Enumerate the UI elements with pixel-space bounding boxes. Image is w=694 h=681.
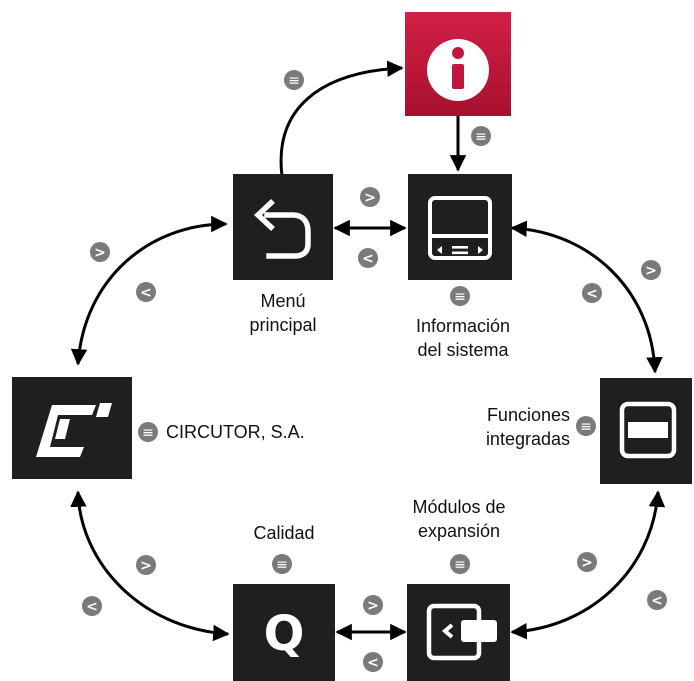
main-menu-node[interactable]	[233, 174, 333, 280]
svg-text:<: <	[362, 251, 374, 267]
connector-menu-circutor	[70, 215, 228, 366]
info-node[interactable]	[405, 12, 511, 116]
svg-text:≡: ≡	[475, 129, 487, 145]
svg-text:≡: ≡	[580, 419, 592, 435]
enter-key-button: ≡	[272, 554, 292, 574]
system-info-label: Información del sistema	[388, 314, 538, 362]
svg-text:>: >	[140, 558, 152, 574]
enter-key-button: ≡	[450, 554, 470, 574]
prev-key-button: <	[363, 652, 383, 672]
connector-system-functions	[510, 220, 663, 374]
prev-key-button: <	[358, 248, 378, 268]
main-menu-label: Menú principal	[218, 289, 348, 337]
label-line: Información	[415, 316, 511, 336]
enter-key-button: ≡	[138, 422, 158, 442]
circutor-label: CIRCUTOR, S.A.	[166, 422, 305, 442]
back-arrow-icon	[253, 198, 311, 259]
next-key-button: >	[360, 187, 380, 207]
svg-text:<: <	[367, 655, 379, 671]
connector-circutor-quality	[70, 490, 230, 642]
label-line: principal	[249, 315, 317, 335]
enter-key-button: ≡	[450, 286, 470, 306]
connector-menu-to-info	[279, 60, 404, 177]
prev-key-button: <	[82, 596, 102, 616]
enter-key-button: ≡	[576, 416, 596, 436]
prev-key-button: <	[136, 282, 156, 302]
system-info-node[interactable]	[408, 174, 512, 280]
svg-text:<: <	[651, 593, 663, 609]
svg-text:>: >	[94, 245, 106, 261]
prev-key-button: <	[647, 590, 667, 610]
expansion-modules-label: Módulos de expansión	[388, 495, 530, 543]
next-key-button: >	[136, 555, 156, 575]
next-key-button: >	[641, 260, 661, 280]
svg-text:>: >	[367, 598, 379, 614]
prev-key-button: <	[582, 283, 602, 303]
circutor-logo-icon	[36, 403, 112, 457]
window-bar-icon	[619, 401, 677, 459]
svg-text:≡: ≡	[142, 425, 154, 441]
label-line: Funciones	[486, 405, 570, 425]
next-key-button: >	[363, 595, 383, 615]
enter-key-button: ≡	[284, 70, 304, 90]
expansion-modules-node[interactable]	[407, 584, 510, 681]
quality-label: Calidad	[253, 523, 315, 543]
svg-text:Q: Q	[264, 606, 305, 662]
circutor-node[interactable]	[12, 377, 132, 479]
svg-text:≡: ≡	[454, 557, 466, 573]
next-key-button: >	[577, 552, 597, 572]
svg-text:>: >	[581, 555, 593, 571]
enter-key-button: ≡	[471, 126, 491, 146]
label-line: integradas	[485, 429, 570, 449]
quality-node[interactable]: Q	[233, 584, 335, 681]
label-line: del sistema	[417, 340, 509, 360]
svg-text:<: <	[140, 285, 152, 301]
screen-keys-icon	[428, 196, 492, 260]
connector-functions-expansion	[510, 490, 666, 640]
info-icon	[405, 12, 511, 116]
svg-text:<: <	[586, 286, 598, 302]
svg-text:>: >	[645, 263, 657, 279]
module-insert-icon	[426, 603, 497, 661]
svg-text:≡: ≡	[454, 289, 466, 305]
integrated-functions-node[interactable]	[600, 378, 692, 484]
svg-text:<: <	[86, 599, 98, 615]
svg-text:≡: ≡	[288, 73, 300, 89]
integrated-functions-label: Funciones integradas	[430, 403, 570, 451]
label-line: Módulos de	[412, 497, 506, 517]
label-line: expansión	[417, 521, 501, 541]
next-key-button: >	[90, 242, 110, 262]
svg-text:≡: ≡	[276, 557, 288, 573]
svg-text:>: >	[364, 190, 376, 206]
label-line: Menú	[260, 291, 306, 311]
q-letter-icon: Q	[264, 606, 305, 662]
